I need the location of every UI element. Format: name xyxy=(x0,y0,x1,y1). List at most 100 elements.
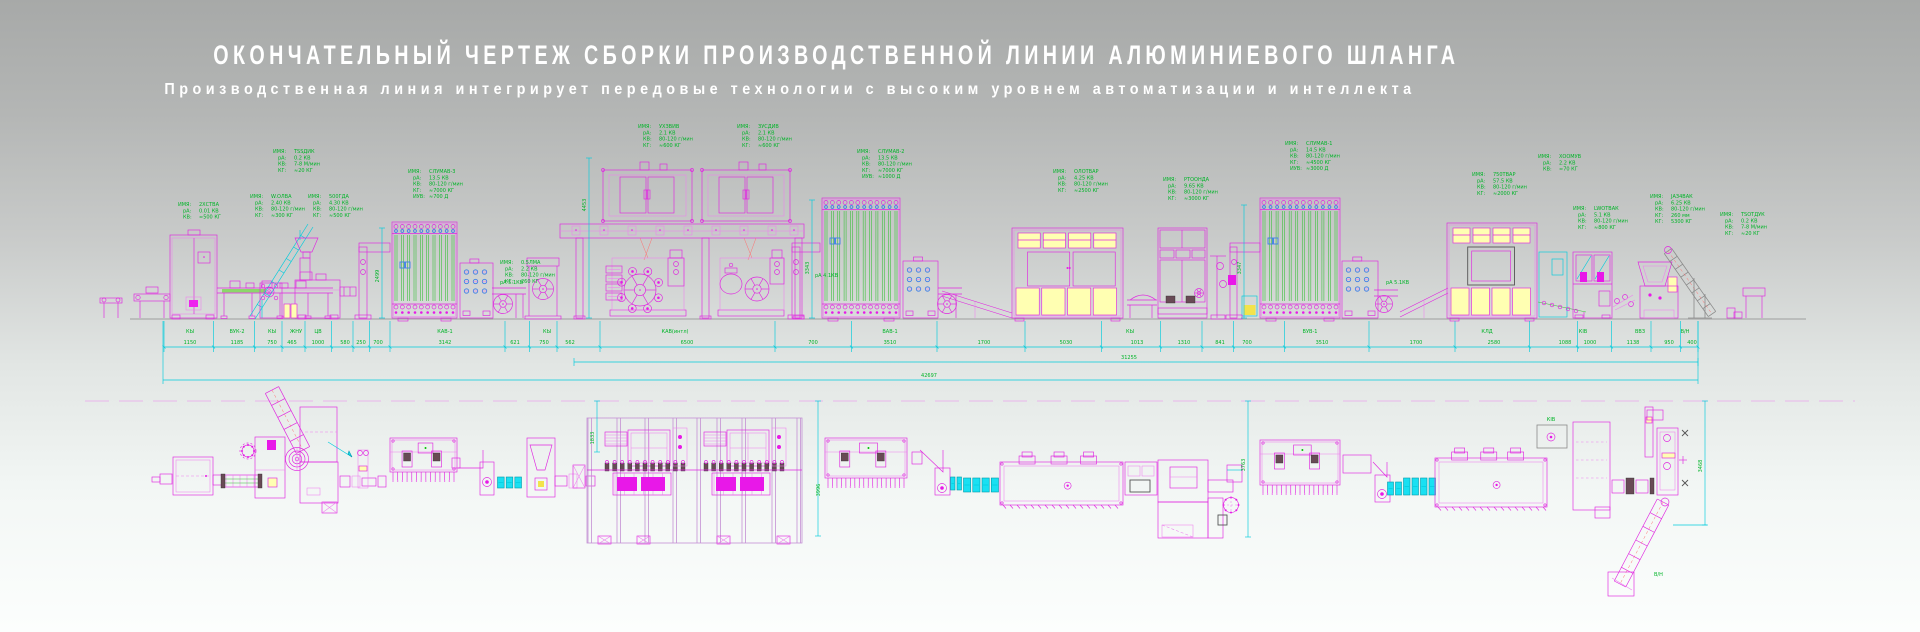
plan-comb-2 xyxy=(824,437,908,488)
svg-text:1000: 1000 xyxy=(1584,340,1597,346)
svg-text:В/Н: В/Н xyxy=(1681,329,1690,335)
svg-text:ИМЯ:: ИМЯ: xyxy=(1163,177,1177,183)
svg-text:≈2000 КГ: ≈2000 КГ xyxy=(1493,191,1518,197)
plan-pipe-5 xyxy=(1403,477,1436,496)
plan-pipe-1 xyxy=(497,476,522,489)
svg-text:КЫ: КЫ xyxy=(1126,329,1134,335)
tester-cabinet xyxy=(1572,251,1613,319)
svg-text:рА:: рА: xyxy=(1543,160,1552,166)
svg-text:рА 4.1КВ: рА 4.1КВ xyxy=(815,273,839,279)
svg-text:0.2 КВ: 0.2 КВ xyxy=(294,155,311,161)
svg-text:260 мм: 260 мм xyxy=(1671,213,1690,219)
cooling-table xyxy=(1127,294,1157,318)
plan-spiral xyxy=(285,447,309,471)
svg-text:JАЗ4ВАК: JАЗ4ВАК xyxy=(1670,194,1693,200)
svg-text:5030: 5030 xyxy=(1060,340,1073,346)
svg-text:80-120 г/мин: 80-120 г/мин xyxy=(659,137,693,143)
svg-text:КГ:: КГ: xyxy=(1477,191,1486,197)
svg-text:КВ:: КВ: xyxy=(1543,167,1552,173)
svg-text:2.2 КВ: 2.2 КВ xyxy=(1559,160,1576,166)
svg-text:≈500 КГ: ≈500 КГ xyxy=(199,215,221,221)
svg-text:2580: 2580 xyxy=(1488,340,1501,346)
svg-text:КГ:: КГ: xyxy=(1168,196,1177,202)
svg-text:рА:: рА: xyxy=(1058,175,1067,181)
plan-pipe-2 xyxy=(950,476,962,491)
svg-text:260 КГ: 260 КГ xyxy=(521,279,539,285)
svg-text:0.2 КВ: 0.2 КВ xyxy=(1741,218,1758,224)
extruder-barrel xyxy=(339,286,357,297)
svg-text:≈500 КГ: ≈500 КГ xyxy=(329,213,351,219)
svg-text:ТSSДИК: ТSSДИК xyxy=(293,149,315,155)
dim-2499: 2499 xyxy=(375,227,385,319)
plan-oven-2 xyxy=(1434,447,1548,511)
svg-text:ИУВ:: ИУВ: xyxy=(1290,166,1302,172)
svg-text:ИМЯ:: ИМЯ: xyxy=(857,149,871,155)
plan-pipe-4 xyxy=(1387,481,1402,496)
down-belt-1 xyxy=(941,290,1013,319)
plan-oven-1 xyxy=(999,451,1124,509)
svg-text:КГ:: КГ: xyxy=(278,168,287,174)
svg-text:5.1 КВ: 5.1 КВ xyxy=(1594,212,1611,218)
svg-text:рА:: рА: xyxy=(862,155,871,161)
svg-text:13.5 КВ: 13.5 КВ xyxy=(429,175,449,181)
svg-text:рА:: рА: xyxy=(255,200,264,206)
svg-text:КВ:: КВ: xyxy=(183,215,192,221)
svg-text:841: 841 xyxy=(1215,340,1225,346)
svg-text:2ХСТВА: 2ХСТВА xyxy=(199,202,220,208)
svg-text:КГ:: КГ: xyxy=(1058,188,1067,194)
svg-text:КВ:: КВ: xyxy=(1725,225,1734,231)
svg-text:КАВ-1: КАВ-1 xyxy=(437,329,452,335)
svg-text:80-120 г/мин: 80-120 г/мин xyxy=(1594,219,1628,225)
svg-text:В/Н: В/Н xyxy=(1654,572,1663,578)
svg-text:КВ:: КВ: xyxy=(742,137,751,143)
svg-text:ЦВ: ЦВ xyxy=(314,329,322,335)
svg-text:5300 КГ: 5300 КГ xyxy=(1671,219,1692,225)
svg-text:рА:: рА: xyxy=(1655,200,1664,206)
svg-text:80-120 г/мин: 80-120 г/мин xyxy=(1493,185,1527,191)
page-subtitle: Производственная линия интегрирует перед… xyxy=(164,81,1416,98)
svg-text:КВ:: КВ: xyxy=(643,137,652,143)
svg-text:4.30 КВ: 4.30 КВ xyxy=(329,200,349,206)
svg-text:1700: 1700 xyxy=(978,340,991,346)
svg-text:КЫ: КЫ xyxy=(186,329,194,335)
svg-text:КВ:: КВ: xyxy=(1058,182,1067,188)
svg-text:580: 580 xyxy=(340,340,350,346)
svg-text:ИМЯ:: ИМЯ: xyxy=(1472,172,1486,178)
svg-text:4453: 4453 xyxy=(582,199,588,212)
svg-text:80-120 г/мин: 80-120 г/мин xyxy=(1074,182,1108,188)
svg-text:рА:: рА: xyxy=(413,175,422,181)
svg-text:≈7000 КГ: ≈7000 КГ xyxy=(878,168,903,174)
svg-text:рА:: рА: xyxy=(742,130,751,136)
svg-text:1013: 1013 xyxy=(1131,340,1144,346)
svg-text:LWОТВАК: LWОТВАК xyxy=(1594,206,1619,212)
svg-text:≈300 КГ: ≈300 КГ xyxy=(271,213,293,219)
svg-text:ИМЯ:: ИМЯ: xyxy=(1285,141,1299,147)
plan-pipe-3 xyxy=(963,477,999,493)
svg-text:3347: 3347 xyxy=(1237,262,1243,275)
plan-comb-3 xyxy=(1259,439,1341,495)
haul-off-2 xyxy=(937,287,962,318)
svg-text:≈70 КГ: ≈70 КГ xyxy=(1559,167,1578,173)
down-belt-2 xyxy=(1399,287,1449,318)
svg-text:700: 700 xyxy=(1242,340,1252,346)
svg-text:700: 700 xyxy=(373,340,383,346)
plan-comb-1 xyxy=(389,437,458,482)
svg-text:СЛУМАВ-3: СЛУМАВ-3 xyxy=(429,169,455,175)
svg-text:750: 750 xyxy=(267,340,277,346)
riser-2 xyxy=(787,242,821,320)
svg-text:950: 950 xyxy=(1664,340,1674,346)
svg-text:562: 562 xyxy=(565,340,575,346)
svg-text:750ТВАР: 750ТВАР xyxy=(1493,172,1515,178)
svg-text:1150: 1150 xyxy=(184,340,197,346)
svg-text:ЗУСДИВ: ЗУСДИВ xyxy=(758,124,779,130)
printer-2 xyxy=(717,249,785,317)
